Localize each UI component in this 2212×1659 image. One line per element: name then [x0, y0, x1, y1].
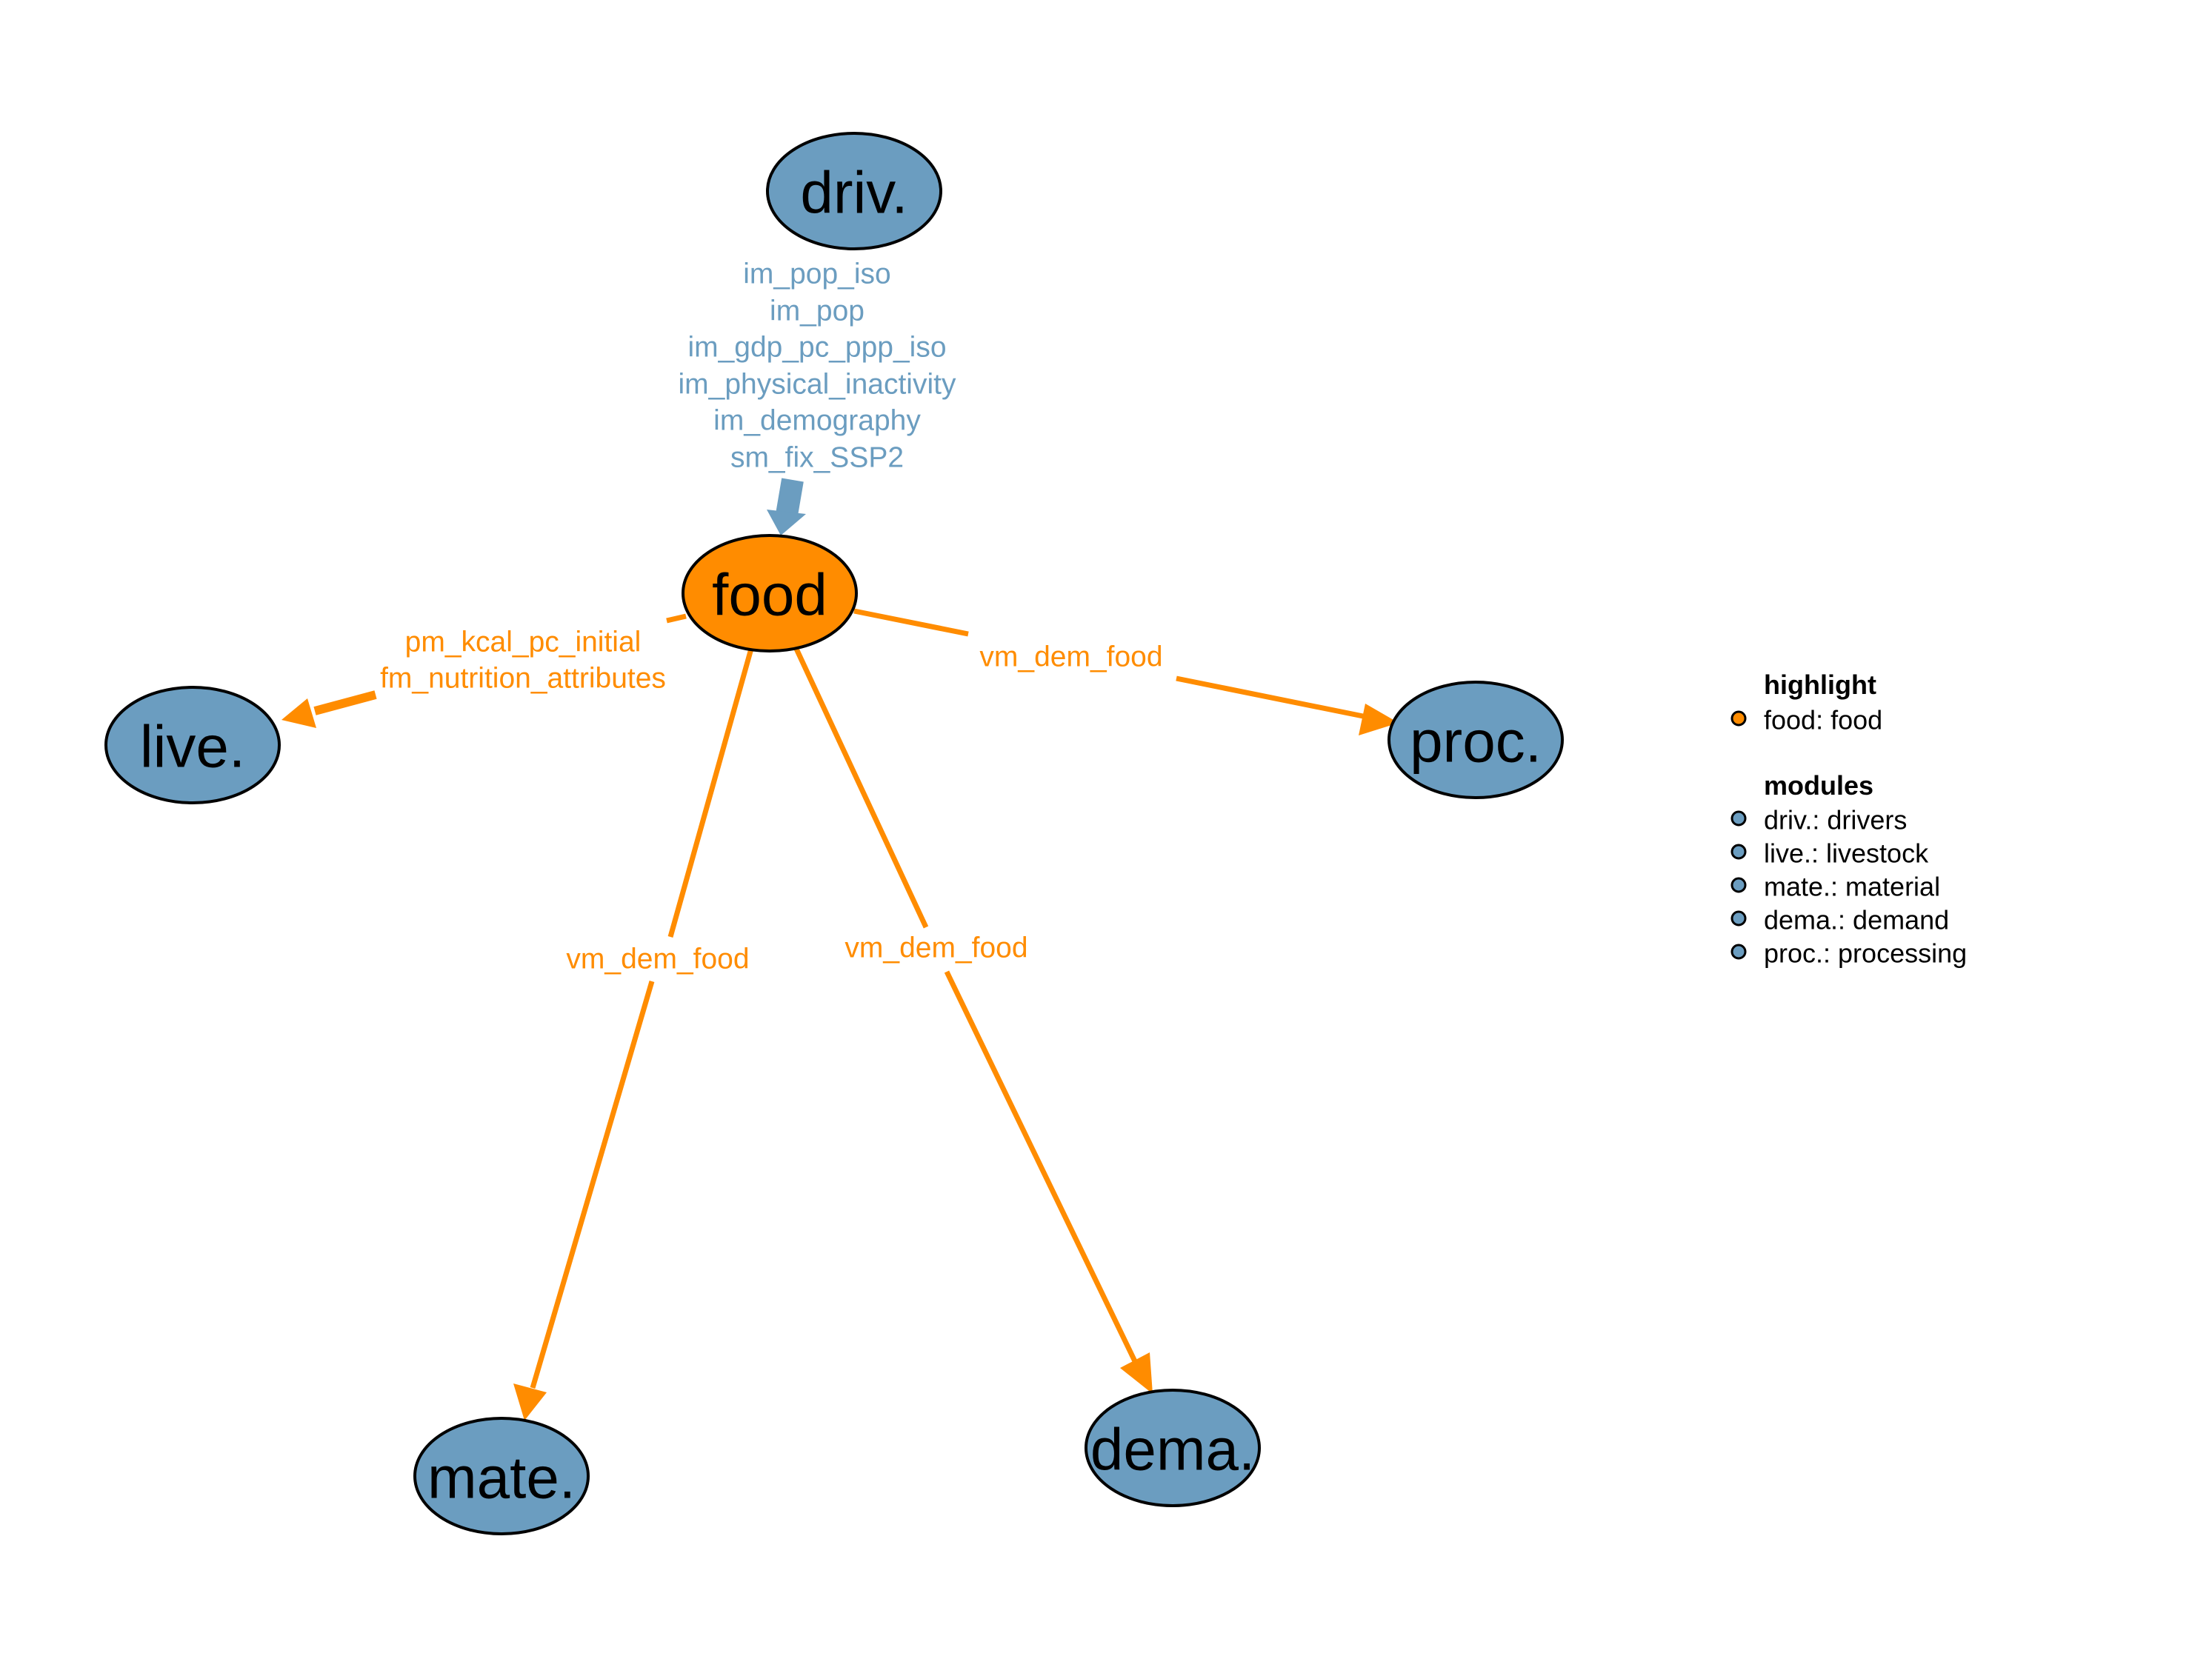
node-label-mate: mate.: [427, 1445, 576, 1511]
arrowhead: [1359, 704, 1399, 735]
legend-marker-highlight: [1730, 710, 1747, 727]
legend: highlight food: food modules driv.: driv…: [1730, 670, 1967, 969]
edge-label-food-mate: vm_dem_food: [566, 944, 749, 975]
node-live[interactable]: live.: [104, 686, 281, 804]
edge-label-food-live-1: pm_kcal_pc_initial: [405, 627, 642, 658]
node-driv[interactable]: driv.: [766, 132, 942, 250]
edge-label-driv-food-2: im_pop: [770, 296, 865, 327]
legend-marker-module: [1730, 910, 1747, 927]
edge-label-food-dema: vm_dem_food: [845, 932, 1027, 964]
legend-module-item: mate.: material: [1764, 872, 1940, 902]
edge-label-driv-food-5: im_demography: [713, 405, 921, 437]
node-label-live: live.: [140, 714, 245, 780]
node-label-food: food: [712, 562, 827, 628]
legend-highlight-item: food: food: [1764, 705, 1882, 735]
legend-highlight-title: highlight: [1764, 670, 1876, 700]
arrowhead: [282, 698, 316, 728]
legend-module-item: live.: livestock: [1764, 838, 1929, 869]
node-label-proc: proc.: [1410, 709, 1542, 775]
legend-marker-module: [1730, 944, 1747, 960]
edge-label-driv-food-6: sm_fix_SSP2: [730, 442, 904, 474]
legend-module-item: dema.: demand: [1764, 905, 1949, 935]
edge-food-live: [282, 613, 687, 728]
edge-food-dema: [793, 647, 1153, 1394]
edge-label-driv-food-3: im_gdp_pc_ppp_iso: [687, 332, 946, 364]
arrowhead: [513, 1383, 547, 1421]
node-label-dema: dema.: [1090, 1417, 1255, 1483]
arrowhead: [1120, 1352, 1153, 1394]
legend-module-item: driv.: drivers: [1764, 805, 1907, 835]
edge-label-driv-food-4: im_physical_inactivity: [679, 369, 956, 401]
edge-label-food-live-2: fm_nutrition_attributes: [380, 663, 666, 695]
edge-food-proc: [853, 608, 1399, 735]
edge-labels-food-live: pm_kcal_pc_initial fm_nutrition_attribut…: [380, 627, 666, 695]
node-dema[interactable]: dema.: [1085, 1389, 1261, 1507]
node-food[interactable]: food: [682, 534, 858, 652]
legend-marker-module: [1730, 844, 1747, 860]
edge-food-mate: [513, 648, 754, 1421]
legend-marker-module: [1730, 810, 1747, 827]
legend-module-item: proc.: processing: [1764, 938, 1967, 969]
edge-driv-food: [767, 478, 806, 535]
edge-label-driv-food-1: im_pop_iso: [743, 258, 890, 290]
legend-marker-module: [1730, 877, 1747, 893]
node-proc[interactable]: proc.: [1388, 681, 1564, 799]
arrowhead: [767, 510, 806, 535]
edge-labels-driv-food: im_pop_iso im_pop im_gdp_pc_ppp_iso im_p…: [679, 258, 956, 474]
edge-label-food-proc: vm_dem_food: [979, 641, 1162, 673]
legend-modules-title: modules: [1764, 770, 1873, 801]
node-mate[interactable]: mate.: [413, 1417, 590, 1535]
node-label-driv: driv.: [800, 160, 907, 226]
